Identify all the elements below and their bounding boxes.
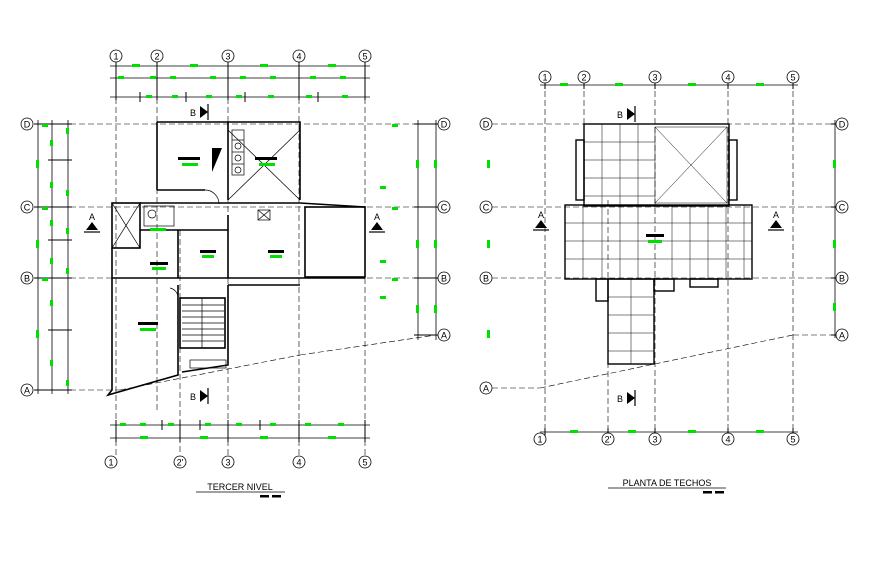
right-row-right-a: A [839,331,845,341]
right-roof-outline [564,123,753,365]
left-title-scale-mark [260,495,269,498]
left-dimension-text-markers [36,64,437,439]
right-row-right-b: B [839,274,845,284]
left-row-left-c: C [24,203,31,213]
left-room-tags [138,157,284,331]
left-row-right-d: D [441,120,448,130]
left-col-bottom-3: 3 [225,458,230,468]
left-col-bottom-4: 4 [296,458,301,468]
left-col-bottom-1: 1 [108,458,113,468]
left-row-left-d: D [24,120,31,130]
left-section-a-label-west: A [89,212,95,222]
left-grid-bubbles-left: D C B A [20,117,34,397]
left-row-left-a: A [24,386,30,396]
left-section-b-label-south: B [190,392,196,402]
right-row-left-b: B [483,274,489,284]
left-grid-bubbles-top: 1 2 3 4 5 [109,49,372,63]
left-col-top-1: 1 [113,52,118,62]
left-section-b-label-north: B [190,108,196,118]
right-grid-bubbles-top: 1 2 3 4 5 [538,70,800,84]
right-col-top-4: 4 [725,73,730,83]
left-section-b-markers: B B [190,104,209,404]
right-col-bottom-3: 3 [652,435,657,445]
right-roof-tag [646,234,664,243]
right-roof-tile-grid [565,124,752,364]
right-section-a-label-east: A [773,210,779,220]
left-dimension-ticks [34,62,440,442]
right-col-top-3: 3 [652,73,657,83]
left-col-top-5: 5 [362,52,367,62]
right-section-b-markers: B B [617,106,636,406]
right-row-right-d: D [839,120,846,130]
right-grid-bubbles-right: D C B A [835,117,849,342]
right-section-b-label-south: B [617,394,623,404]
right-title-scale-mark-2 [715,491,724,494]
right-grid-bubbles-bottom: 1 2' 3 4 5 [533,432,800,446]
left-walls [105,121,366,397]
left-col-top-3: 3 [225,52,230,62]
right-col-bottom-1: 1 [537,435,542,445]
tercer-nivel-plan: 1 2 3 4 5 1 2' 3 4 5 D C B A [20,49,451,498]
planta-de-techos-plan: 1 2 3 4 5 1 2' 3 4 5 D C B A [479,70,849,494]
left-col-top-4: 4 [296,52,301,62]
right-col-top-1: 1 [542,73,547,83]
right-title-scale-mark [703,491,712,494]
right-dimension-lines [540,84,836,433]
right-row-left-a: A [483,384,489,394]
left-section-a-label-east: A [374,212,380,222]
left-plan-title: TERCER NIVEL [207,482,273,492]
right-section-b-label-north: B [617,110,623,120]
right-col-bottom-5: 5 [790,435,795,445]
left-col-bottom-2: 2' [177,458,184,468]
right-dimension-text-markers [487,83,836,433]
right-col-top-5: 5 [790,73,795,83]
left-row-right-c: C [441,203,448,213]
right-section-a-label-west: A [538,210,544,220]
left-grid-bubbles-bottom: 1 2' 3 4 5 [104,455,372,469]
left-grid-bubbles-right: D C B A [437,117,451,342]
left-title-scale-mark-2 [272,495,281,498]
left-section-a-markers: A A [84,212,385,233]
right-col-top-2: 2 [581,73,586,83]
left-col-top-2: 2 [154,52,159,62]
right-col-bottom-2: 2' [605,435,612,445]
right-plan-title: PLANTA DE TECHOS [623,478,712,488]
left-col-bottom-5: 5 [362,458,367,468]
left-wall-fill-cut [212,148,222,172]
right-section-a-markers: A A [533,210,784,231]
right-col-bottom-4: 4 [725,435,730,445]
right-row-left-d: D [483,120,490,130]
left-row-left-b: B [24,274,30,284]
left-row-right-b: B [441,274,447,284]
left-horizontal-grid-lines [34,123,437,391]
left-row-right-a: A [441,331,447,341]
right-row-right-c: C [839,203,846,213]
right-grid-bubbles-left: D C B A [479,117,493,395]
right-row-left-c: C [483,203,490,213]
